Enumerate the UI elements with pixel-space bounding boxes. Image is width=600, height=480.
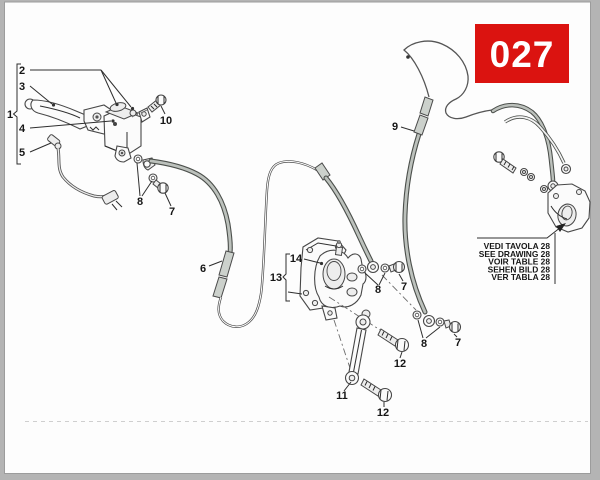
callout-12b: 12 bbox=[377, 407, 389, 419]
inlet-boss bbox=[346, 272, 358, 282]
bolt-12a bbox=[377, 328, 410, 353]
callout-3: 3 bbox=[19, 81, 25, 93]
callout-7b: 7 bbox=[401, 281, 407, 293]
brake-hose-6 bbox=[148, 158, 374, 328]
badge-box bbox=[475, 24, 569, 83]
brake-hose-9 bbox=[402, 40, 493, 315]
reference-note: VEDI TAVOLA 28 SEE DRAWING 28 VOIR TABLE… bbox=[477, 223, 566, 284]
rear-junction-assembly bbox=[490, 102, 591, 233]
banjo-set-b bbox=[357, 260, 417, 311]
callout-4: 4 bbox=[19, 123, 26, 135]
brake-switch-cable bbox=[47, 134, 123, 211]
callout-9: 9 bbox=[392, 121, 398, 133]
note-line-5: VER TABLA 28 bbox=[491, 272, 550, 282]
bracket-1 bbox=[12, 63, 21, 165]
hose-sleeve bbox=[413, 114, 429, 136]
callout-8c: 8 bbox=[421, 338, 427, 350]
note-line-2: SEE DRAWING 28 bbox=[479, 249, 551, 259]
callout-12a: 12 bbox=[394, 358, 406, 370]
brake-caliper-assembly bbox=[299, 237, 367, 321]
banjo-bolt-7 bbox=[448, 320, 462, 334]
banjo-bolt-7 bbox=[157, 182, 169, 194]
note-line-4: SEHEN BILD 28 bbox=[488, 264, 551, 274]
bracket-13 bbox=[282, 253, 290, 302]
callout-8b: 8 bbox=[375, 284, 381, 296]
callout-13: 13 bbox=[270, 272, 282, 284]
badge-number: 027 bbox=[490, 34, 555, 75]
arrowhead bbox=[556, 223, 566, 232]
callout-7c: 7 bbox=[455, 337, 461, 349]
master-cylinder-assembly bbox=[24, 98, 151, 163]
callout-6: 6 bbox=[200, 263, 206, 275]
callout-8a: 8 bbox=[137, 196, 143, 208]
bolt-12b bbox=[360, 378, 393, 403]
hose-sleeve bbox=[218, 250, 235, 278]
banjo-set-a bbox=[133, 154, 169, 194]
callout-1: 1 bbox=[7, 109, 13, 121]
banjo-set-c bbox=[412, 310, 462, 334]
hose-sleeve bbox=[419, 96, 434, 117]
callout-11: 11 bbox=[336, 390, 348, 402]
banjo-bolt-7 bbox=[392, 260, 406, 274]
caliper-bracket-arm bbox=[328, 296, 409, 386]
callout-10: 10 bbox=[160, 115, 172, 127]
callout-7a: 7 bbox=[169, 206, 175, 218]
note-line-3: VOIR TABLE 28 bbox=[488, 257, 550, 267]
bolt-10 bbox=[131, 94, 167, 118]
note-line-1: VEDI TAVOLA 28 bbox=[484, 241, 551, 251]
callout-2: 2 bbox=[19, 65, 25, 77]
callout-14: 14 bbox=[290, 253, 303, 265]
cable-plug bbox=[101, 190, 119, 205]
caliper-cylinder bbox=[322, 258, 346, 290]
callout-5: 5 bbox=[19, 147, 25, 159]
callouts: 1 2 3 4 5 10 8 7 6 9 13 14 8 7 8 7 12 12… bbox=[7, 63, 461, 419]
hose-guide-wire bbox=[403, 40, 493, 120]
page-number-badge: 027 bbox=[475, 24, 569, 83]
